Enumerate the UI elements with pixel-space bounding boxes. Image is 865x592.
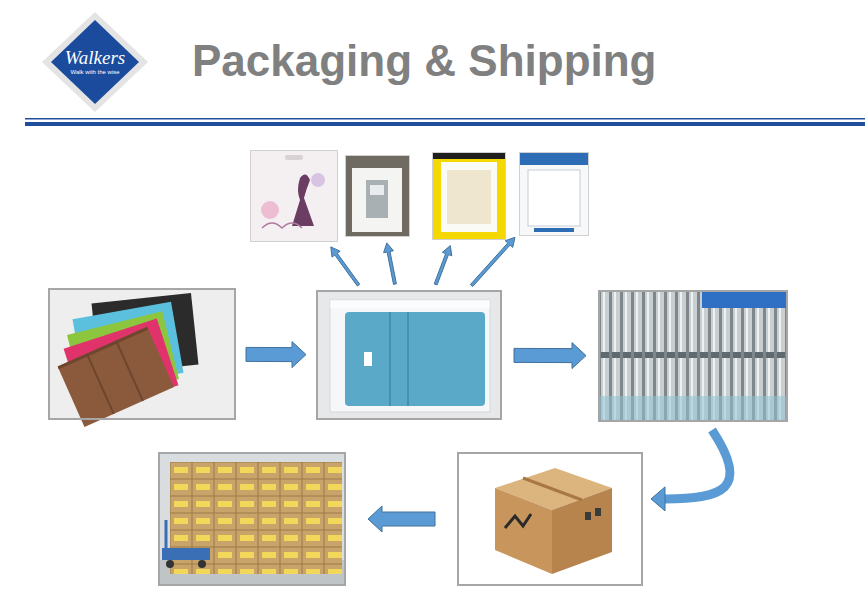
box-thumbnail: [520, 153, 588, 235]
connector-arrow: [331, 247, 360, 286]
packaging-thumbnail: [432, 152, 506, 240]
connector-arrow: [514, 343, 586, 369]
photo-box: [598, 290, 788, 422]
warehouse-photo: [160, 454, 344, 584]
header-rule: [25, 118, 865, 126]
box-thumbnail: [433, 153, 505, 239]
arrow-head: [651, 487, 665, 511]
carton-photo: [459, 454, 641, 584]
bulk-bags-photo: [600, 292, 786, 420]
logo-tagline: Walk with the wise: [70, 68, 119, 76]
case-photo: [50, 290, 234, 427]
photo-box: [457, 452, 643, 586]
packaging-thumbnail: [250, 150, 338, 242]
box-thumbnail: [346, 156, 409, 236]
logo-fill: [51, 20, 139, 104]
packaging-thumbnail: [345, 155, 410, 237]
connector-curve: [665, 430, 730, 499]
connector-arrow: [434, 246, 452, 285]
logo-diamond: WalkersWalk with the wise: [42, 12, 148, 112]
connector-arrow: [384, 243, 397, 285]
connector-arrow: [368, 506, 435, 532]
page-title: Packaging & Shipping: [192, 36, 657, 86]
connector-arrow: [470, 237, 515, 286]
connector-arrow: [246, 342, 306, 368]
photo-box: [48, 288, 236, 420]
logo-name: Walkers: [65, 48, 126, 68]
photo-box: [316, 290, 502, 420]
photo-box: [158, 452, 346, 586]
logo-outline: [42, 12, 148, 112]
bagged-case-photo: [318, 292, 500, 418]
bag-thumbnail: [251, 151, 337, 241]
packaging-thumbnail: [519, 152, 589, 236]
